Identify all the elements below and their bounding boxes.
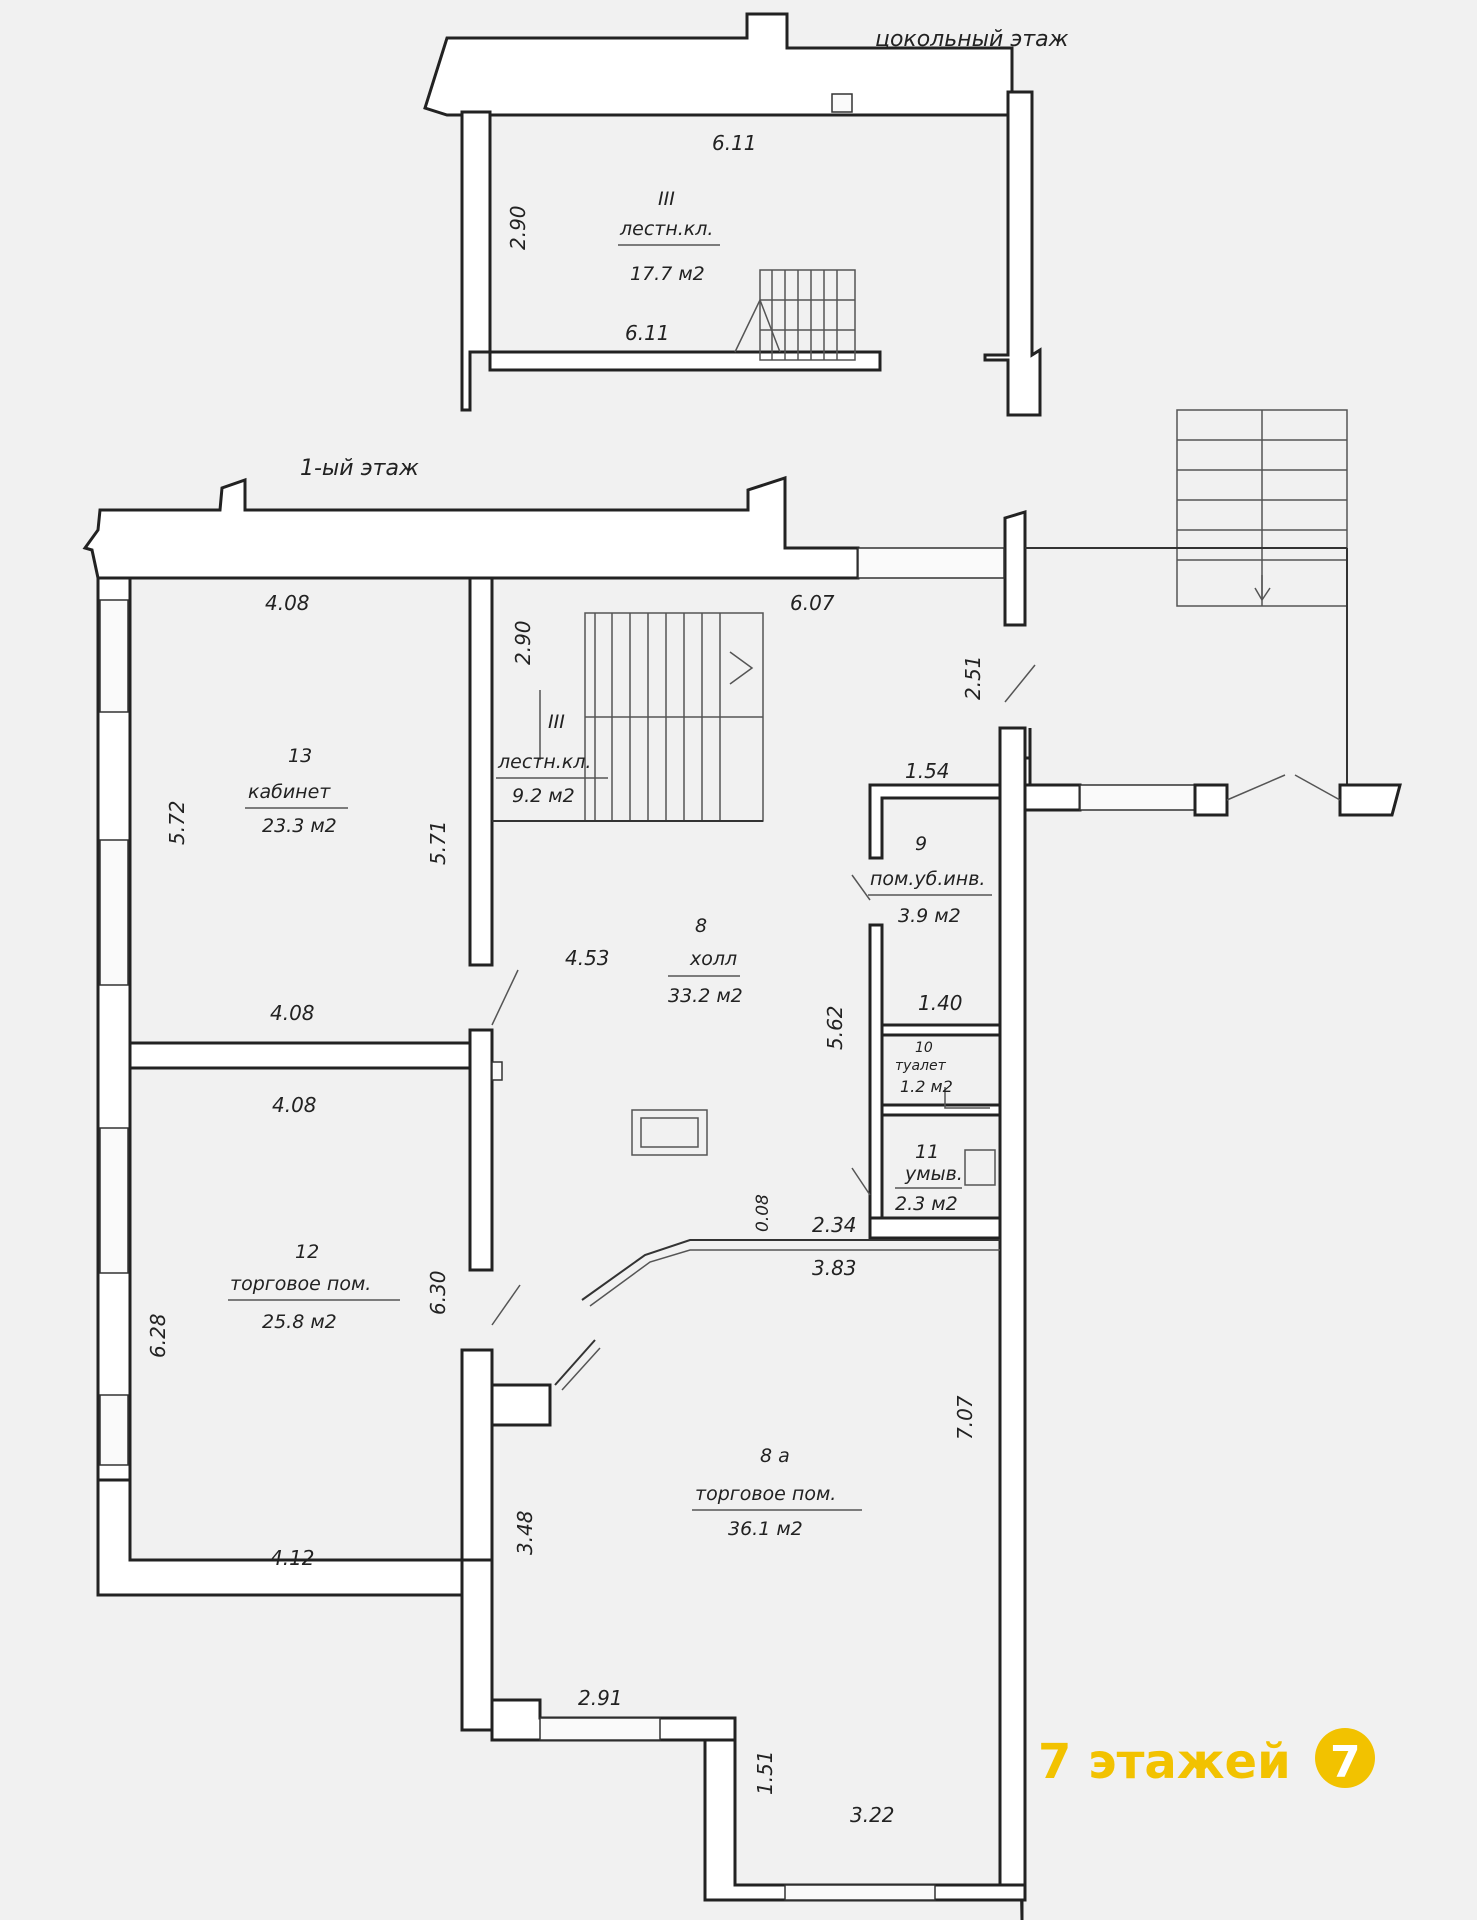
dim-r13-bottom: 4.08 (270, 1001, 315, 1025)
right-ext-post-2 (1338, 783, 1402, 817)
first-floor-plan: 1-ый этаж (82, 409, 1402, 1920)
room-8a-area: 36.1 м2 (728, 1518, 803, 1540)
room-9-name: пом.уб.инв. (870, 868, 985, 890)
dim-r9-bottom: 1.40 (918, 991, 963, 1015)
dim-r8a-top-b: 3.83 (812, 1256, 857, 1280)
window-left-1 (99, 599, 129, 713)
dim-b-bottom: 6.11 (625, 321, 670, 345)
first-floor-staircase (492, 612, 764, 822)
bottom-step-wall (703, 1738, 1027, 1902)
right-ext-post (1193, 783, 1229, 817)
right-ext-wall (1023, 783, 1082, 812)
window-bottom-2 (784, 1884, 936, 1901)
column-block (490, 1383, 552, 1427)
room-stair-first-number: III (548, 711, 565, 733)
room-12-name: торговое пом. (230, 1273, 371, 1295)
window-left-2 (99, 839, 129, 986)
logo-text: 7 этажей (1038, 1734, 1291, 1790)
room-10-number: 10 (915, 1040, 933, 1056)
door-ext (1226, 774, 1286, 801)
basement-plan: цокольный этаж 6.11 2.90 6.11 III лестн.… (423, 12, 1069, 417)
dim-r8a-bottom2: 3.22 (850, 1803, 895, 1827)
service-rooms (851, 783, 1002, 1240)
partition-r12-hall (468, 1028, 494, 1272)
room-8-area: 33.2 м2 (668, 985, 743, 1007)
room-13-area: 23.3 м2 (262, 815, 337, 837)
dim-r8a-bottom: 2.91 (578, 1686, 623, 1710)
dim-stair-h: 2.90 (511, 620, 535, 665)
dim-r12-right: 6.30 (426, 1270, 450, 1315)
dim-r8a-step: 1.51 (753, 1750, 777, 1795)
dim-entry: 2.51 (961, 655, 985, 700)
basement-right-wall (983, 90, 1042, 417)
dim-r12-bottom: 4.12 (270, 1546, 315, 1570)
room-11-area: 2.3 м2 (895, 1193, 958, 1215)
room-stair-basement-area: 17.7 м2 (630, 263, 705, 285)
basement-left-wall (460, 110, 492, 412)
first-floor-title: 1-ый этаж (300, 456, 419, 481)
exterior-stair (1025, 409, 1348, 785)
top-wall (82, 475, 860, 580)
top-wall-right (1003, 509, 1027, 627)
floor-hatch (631, 1109, 708, 1156)
room-10-area: 1.2 м2 (900, 1077, 953, 1096)
partition-r8a (581, 1239, 1000, 1301)
dim-r9-top: 1.54 (905, 759, 950, 783)
room-8a-name: торговое пом. (695, 1483, 836, 1505)
basement-top-wall (423, 12, 1034, 117)
partition-r13-stair (468, 576, 494, 967)
window-left-4 (99, 1394, 129, 1466)
basement-window (831, 93, 853, 113)
room-13-name: кабинет (248, 781, 331, 803)
dim-small-v: 0.08 (753, 1194, 773, 1232)
window-top-right (857, 547, 1005, 579)
basement-staircase (734, 269, 856, 361)
dim-r12-left: 6.28 (146, 1313, 170, 1358)
door-r12 (491, 1284, 521, 1326)
dim-b-top: 6.11 (712, 131, 757, 155)
room-11-number: 11 (915, 1141, 939, 1163)
door-r13 (491, 969, 519, 1026)
dim-r8a-right: 7.07 (953, 1395, 977, 1440)
window-bottom-1 (539, 1717, 661, 1741)
window-left-3 (99, 1127, 129, 1274)
room-8-number: 8 (695, 915, 707, 937)
socket (491, 1061, 503, 1081)
dim-r8a-top-a: 2.34 (812, 1213, 857, 1237)
partition-r13-r12 (128, 1041, 492, 1070)
dim-r13-left: 5.72 (165, 800, 189, 845)
right-wall (998, 726, 1027, 1902)
room-12-area: 25.8 м2 (262, 1311, 337, 1333)
basement-floor-title: цокольный этаж (875, 27, 1069, 52)
left-wall (96, 576, 132, 1482)
room-10-name: туалет (895, 1058, 947, 1074)
dim-r8a-left: 3.48 (513, 1510, 537, 1555)
room-stair-basement-name: лестн.кл. (619, 218, 713, 240)
dim-b-left: 2.90 (506, 205, 530, 250)
logo-circle-icon (1315, 1728, 1375, 1788)
dim-r13-right: 5.71 (426, 820, 450, 865)
room-stair-basement-number: III (658, 188, 675, 210)
door-entry (1004, 664, 1036, 703)
watermark-logo: 7 этажей 7 (1038, 1728, 1375, 1790)
room-8-name: холл (689, 948, 737, 970)
window-right (1079, 784, 1196, 811)
left-bottom-wall (96, 1478, 480, 1597)
dim-r13-top: 4.08 (265, 591, 310, 615)
dim-hall-mid: 4.53 (565, 946, 610, 970)
room-stair-first-area: 9.2 м2 (512, 785, 575, 807)
logo-digit: 7 (1330, 1737, 1361, 1788)
room-12-number: 12 (295, 1241, 319, 1263)
room-8a-number: 8 а (760, 1445, 790, 1467)
dim-r12-top: 4.08 (272, 1093, 317, 1117)
room-9-area: 3.9 м2 (898, 905, 961, 927)
room-11-name: умыв. (904, 1163, 963, 1185)
room-9-number: 9 (915, 833, 927, 855)
dim-hall-right: 5.62 (823, 1005, 847, 1050)
basement-bottom-wall (488, 350, 882, 372)
dim-top-right: 6.07 (790, 591, 835, 615)
room-stair-first-name: лестн.кл. (497, 751, 591, 773)
room-13-number: 13 (288, 745, 312, 767)
